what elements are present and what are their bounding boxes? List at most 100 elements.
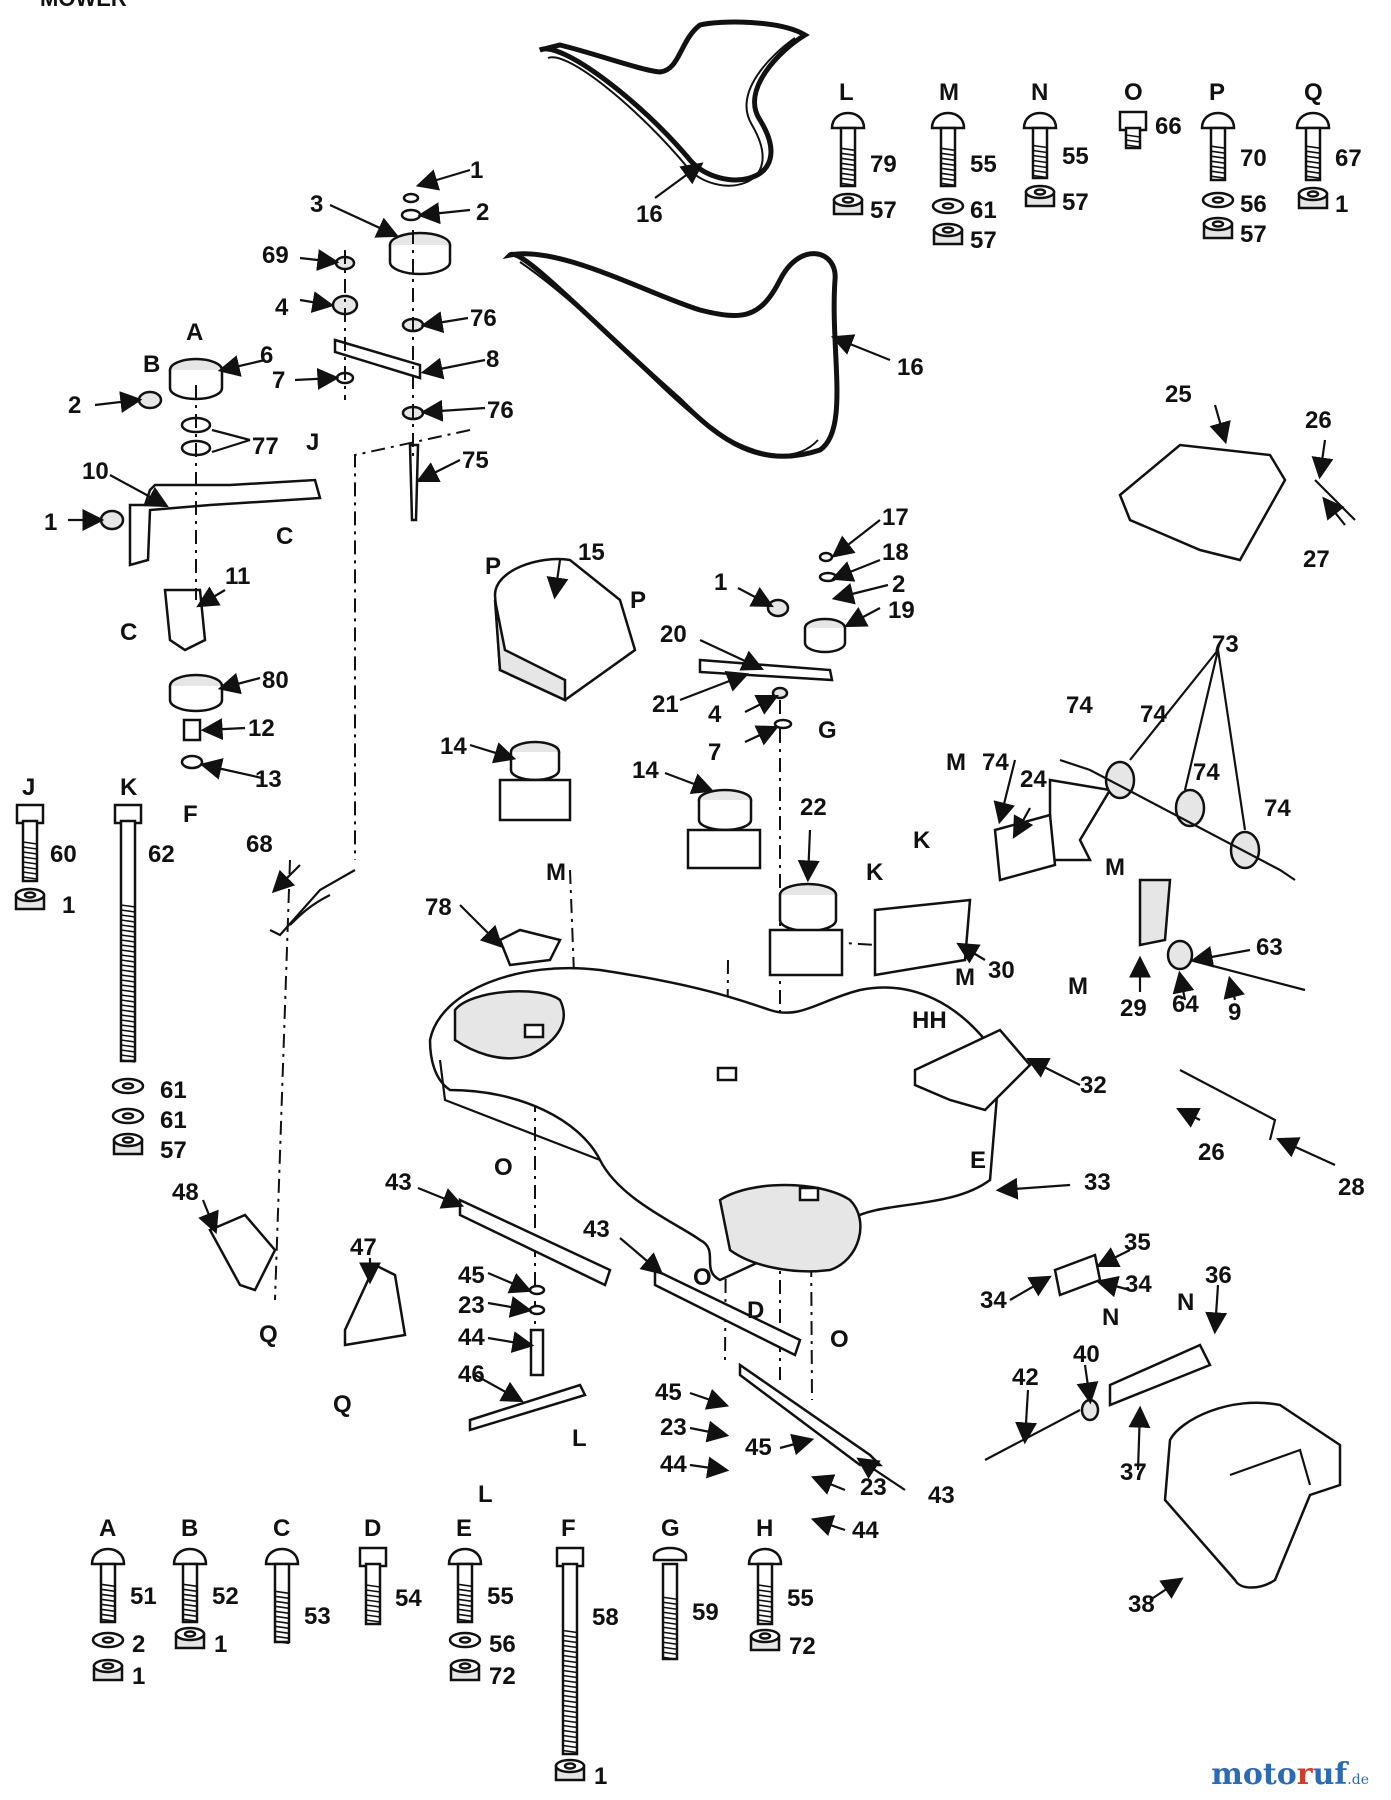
hw-top-letter-N: N: [1031, 79, 1048, 106]
callout-34b: 34: [1125, 1271, 1152, 1298]
hw-top-part-L-1: 57: [870, 197, 897, 224]
hw-left-letter-J: J: [22, 774, 35, 801]
callout-1c: 1: [714, 569, 727, 596]
callout-13: 13: [255, 766, 282, 793]
hw-left-part-J-1: 1: [62, 892, 75, 919]
callout-74e: 74: [982, 749, 1009, 776]
hw-left-part-J-0: 60: [50, 841, 77, 868]
hw-top-letter-L: L: [839, 79, 854, 106]
belt-lower: [502, 251, 840, 459]
callout-74b: 74: [1140, 701, 1167, 728]
hw-bottom-part-E-1: 56: [489, 1631, 516, 1658]
hw-bottom-part-F-0: 58: [592, 1604, 619, 1631]
callout-16b: 16: [897, 354, 924, 381]
hw-bottom-part-F-1: 1: [594, 1763, 607, 1790]
letter-K1: K: [866, 859, 884, 886]
callout-48: 48: [172, 1179, 199, 1206]
letter-A: A: [186, 319, 203, 346]
hw-bottom-letter-B: B: [181, 1515, 198, 1542]
callout-25: 25: [1165, 381, 1192, 408]
callout-33: 33: [1084, 1169, 1111, 1196]
callout-2c: 2: [892, 571, 905, 598]
lift-link-68: [269, 869, 356, 937]
callout-80: 80: [262, 667, 289, 694]
letter-Q2: Q: [333, 1391, 352, 1418]
letter-M5: M: [1068, 973, 1088, 1000]
callout-74d: 74: [1264, 795, 1291, 822]
letter-M4: M: [1105, 854, 1125, 881]
callout-32: 32: [1080, 1072, 1107, 1099]
callout-3: 3: [310, 191, 323, 218]
hw-bottom-part-E-2: 72: [489, 1663, 516, 1690]
letter-M1: M: [546, 859, 566, 886]
letter-O2: O: [693, 1264, 712, 1291]
callout-8: 8: [486, 346, 499, 373]
hw-top-part-Q-0: 67: [1335, 145, 1362, 172]
callout-43b: 43: [583, 1216, 610, 1243]
callout-44a: 44: [458, 1324, 485, 1351]
hw-top-part-Q-1: 1: [1335, 191, 1348, 218]
letter-Q1: Q: [259, 1321, 278, 1348]
letter-G: G: [818, 717, 837, 744]
reference-letters: A B J C C F P P G M M M M M K K HH E O O…: [120, 319, 1194, 1508]
hw-bottom-part-A-1: 2: [132, 1631, 145, 1658]
callout-36: 36: [1205, 1262, 1232, 1289]
hw-top-letter-P: P: [1209, 79, 1225, 106]
letter-E: E: [970, 1147, 986, 1174]
callout-26: 26: [1305, 407, 1332, 434]
callout-45b: 45: [655, 1379, 682, 1406]
letter-M2: M: [946, 749, 966, 776]
callout-26b: 26: [1198, 1139, 1225, 1166]
spindle-14-left: [498, 740, 572, 822]
bracket-47: [343, 1263, 407, 1347]
letter-C2: C: [120, 619, 137, 646]
belt-upper: [538, 19, 810, 187]
blade-center: [653, 1268, 802, 1357]
hw-left-part-K-0: 62: [148, 841, 175, 868]
callout-35: 35: [1124, 1229, 1151, 1256]
callout-47: 47: [350, 1234, 377, 1261]
letter-P2: P: [630, 587, 646, 614]
hw-bottom-letter-G: G: [661, 1515, 680, 1542]
callout-76: 76: [470, 305, 497, 332]
pulley-6-assembly: [99, 357, 322, 770]
letter-K2: K: [913, 827, 931, 854]
hw-left-part-K-2: 61: [160, 1107, 187, 1134]
front-mount-assembly: [873, 758, 1306, 992]
callout-1b: 1: [44, 509, 57, 536]
callout-4b: 4: [708, 701, 722, 728]
blade-left: [458, 1198, 612, 1287]
callout-30: 30: [988, 957, 1015, 984]
callout-10: 10: [82, 458, 109, 485]
hw-bottom-part-A-2: 1: [132, 1663, 145, 1690]
hw-bottom-letter-H: H: [756, 1515, 773, 1542]
callout-11: 11: [225, 563, 250, 590]
letter-P1: P: [485, 553, 501, 580]
letter-O3: O: [830, 1326, 849, 1353]
callout-16: 16: [636, 201, 663, 228]
callout-38: 38: [1128, 1591, 1155, 1618]
callout-77: 77: [252, 433, 279, 460]
callout-44b: 44: [660, 1451, 687, 1478]
callout-46: 46: [458, 1361, 485, 1388]
hw-top-part-N-1: 57: [1062, 189, 1089, 216]
hw-bottom-part-E-0: 55: [487, 1583, 514, 1610]
hw-bottom-letter-F: F: [561, 1515, 576, 1542]
deflector-25: [1118, 443, 1356, 1141]
callout-20: 20: [660, 621, 687, 648]
callout-9: 9: [1228, 999, 1241, 1026]
callout-14: 14: [440, 733, 467, 760]
hw-bottom-part-B-1: 1: [214, 1631, 227, 1658]
hw-bottom-part-B-0: 52: [212, 1583, 239, 1610]
hw-top-part-N-0: 55: [1062, 143, 1089, 170]
callout-labels: 1 2 3 69 4 76 8 7 76 6 2 77 75 10 1 11 8…: [44, 157, 1365, 1618]
hw-bottom-part-C-0: 53: [304, 1603, 331, 1630]
callout-44c: 44: [852, 1517, 879, 1544]
callout-63: 63: [1256, 934, 1283, 961]
callout-28: 28: [1338, 1174, 1365, 1201]
callout-43a: 43: [385, 1169, 412, 1196]
hw-top-letter-M: M: [939, 79, 959, 106]
